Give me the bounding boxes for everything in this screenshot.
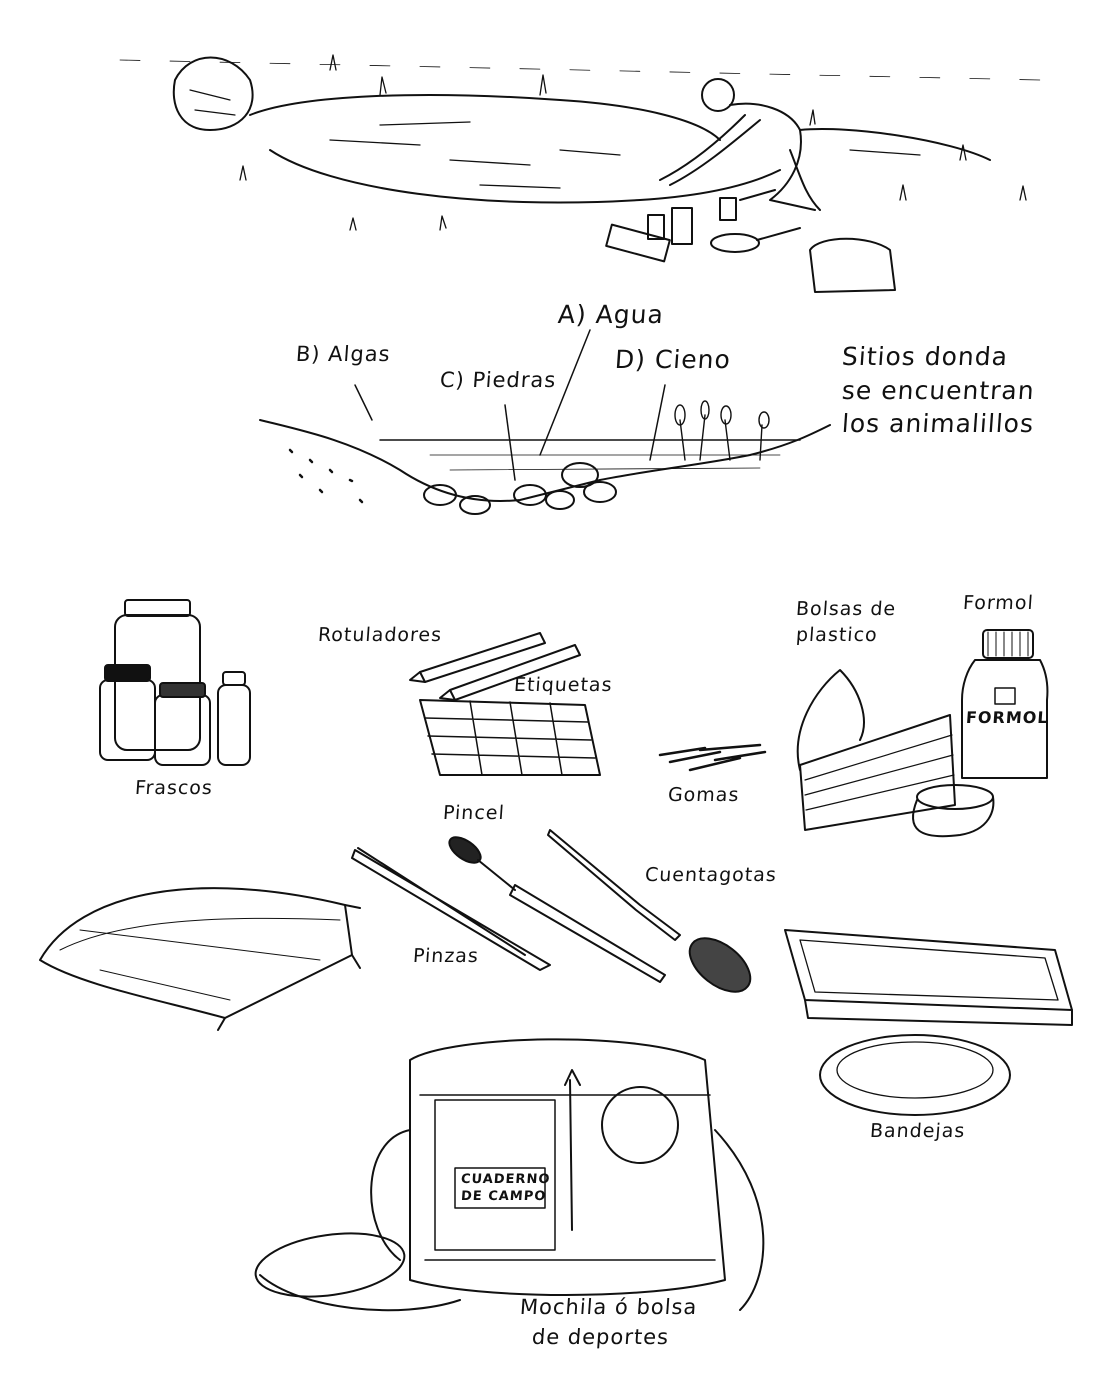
plastic-bags xyxy=(796,669,995,838)
label-bolsas-1: Bolsas de xyxy=(795,598,897,620)
label-etiquetas: Etiquetas xyxy=(513,674,614,696)
grass-tufts xyxy=(119,54,1041,231)
label-algas: B) Algas xyxy=(295,342,392,366)
person-kneeling xyxy=(659,78,821,211)
label-pinzas: Pinzas xyxy=(412,945,480,967)
pond-outline xyxy=(249,94,991,204)
jars xyxy=(99,599,251,766)
label-pincel: Pincel xyxy=(442,802,506,824)
pointer-lines xyxy=(354,329,666,481)
pond-cross-section xyxy=(259,329,831,515)
caption-line-1: Sitios donda xyxy=(840,342,1010,371)
label-rotuladores: Rotuladores xyxy=(317,624,443,646)
formol-bottle xyxy=(961,629,1049,779)
label-bolsas-2: plastico xyxy=(795,624,879,646)
label-cieno: D) Cieno xyxy=(613,345,732,374)
label-sheet xyxy=(419,699,601,776)
rubber-bands xyxy=(658,743,767,772)
label-mochila-1: Mochila ó bolsa xyxy=(519,1295,699,1319)
round-tray xyxy=(819,1034,1011,1116)
label-bandejas: Bandejas xyxy=(869,1120,967,1142)
label-mochila-2: de deportes xyxy=(531,1325,670,1349)
markers xyxy=(409,632,581,701)
field-equipment xyxy=(605,197,896,293)
reeds xyxy=(674,400,770,461)
label-frascos: Frascos xyxy=(134,777,214,799)
caption-line-2: se encuentran xyxy=(840,376,1036,405)
label-cuentagotas: Cuentagotas xyxy=(644,864,778,886)
rock xyxy=(172,56,254,131)
label-gomas: Gomas xyxy=(667,784,741,806)
dropper xyxy=(547,829,752,993)
hand-net xyxy=(39,887,361,1031)
paintbrush xyxy=(448,836,666,983)
stones xyxy=(423,462,617,515)
notebook-label-2: DE CAMPO xyxy=(460,1189,547,1204)
label-formol: Formol xyxy=(962,592,1035,614)
tweezers xyxy=(351,847,551,971)
tray xyxy=(784,929,1073,1026)
label-piedras: C) Piedras xyxy=(439,368,558,392)
label-agua: A) Agua xyxy=(556,300,665,329)
bank-left xyxy=(259,419,831,502)
pond-scene xyxy=(119,54,1041,293)
notebook-label-1: CUADERNO xyxy=(460,1172,551,1187)
gravel xyxy=(288,448,364,504)
backpack xyxy=(254,1038,765,1312)
caption-line-3: los animalillos xyxy=(840,409,1036,438)
formol-bottle-label: FORMOL xyxy=(965,708,1050,727)
